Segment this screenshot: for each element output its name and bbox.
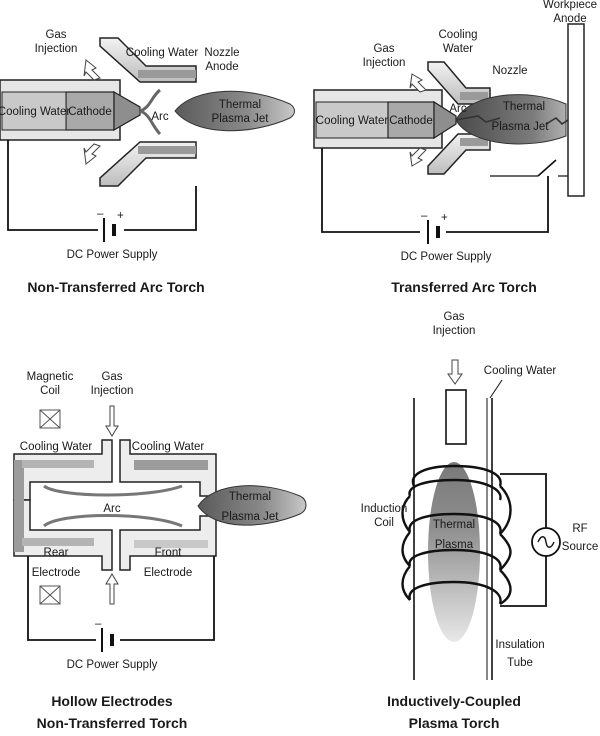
arc-label: Arc bbox=[151, 111, 169, 123]
gas-injection-tube bbox=[445, 389, 467, 445]
rear-electrode-label-2: Electrode bbox=[32, 567, 81, 579]
cooling-water-left-box bbox=[315, 101, 389, 139]
caption-hollow-line-2: Non-Transferred Torch bbox=[37, 715, 188, 731]
thermal-plasma bbox=[428, 462, 480, 642]
cooling-water-channel-lower bbox=[138, 146, 196, 154]
cooling-water-top-label-2: Water bbox=[443, 43, 473, 55]
magnetic-coil-icon bbox=[39, 585, 61, 605]
cooling-water-right-label: Cooling Water bbox=[132, 441, 205, 453]
arc-label: Arc bbox=[103, 503, 121, 515]
caption-inductive-line-2: Plasma Torch bbox=[409, 715, 500, 731]
power-supply-label: DC Power Supply bbox=[67, 659, 158, 671]
circuit-wire bbox=[321, 148, 420, 233]
induction-coil bbox=[401, 464, 512, 606]
gas-injection-label-1: Gas bbox=[373, 43, 394, 55]
plasma-jet-label-2: Plasma Jet bbox=[492, 121, 550, 133]
workpiece-anode-label: Anode bbox=[553, 13, 586, 25]
cooling-water-left-label: Cooling Water bbox=[0, 106, 70, 118]
nozzle-label: Nozzle bbox=[204, 47, 239, 59]
cathode-body bbox=[387, 101, 435, 139]
circuit-wire bbox=[27, 556, 96, 641]
nozzle-label: Nozzle bbox=[492, 65, 527, 77]
cathode-tip bbox=[113, 90, 141, 132]
gas-injection-label-1: Gas bbox=[443, 311, 464, 323]
magnetic-coil-label-2: Coil bbox=[40, 385, 60, 397]
plasma-jet-label-2: Plasma Jet bbox=[222, 511, 280, 523]
caption-hollow-line-1: Hollow Electrodes bbox=[51, 693, 173, 709]
caption-non-transferred: Non-Transferred Arc Torch bbox=[27, 279, 204, 295]
plus-sign: + bbox=[441, 212, 448, 224]
gas-injection-arrow bbox=[105, 405, 119, 437]
arc-path bbox=[43, 484, 183, 497]
plasma-jet bbox=[455, 94, 567, 145]
cooling-water-top-label-1: Cooling bbox=[439, 29, 478, 41]
arc-label: Arc bbox=[449, 103, 467, 115]
rf-source-label-2: Source bbox=[562, 541, 598, 553]
panel-hollow-electrodes: – Magnetic Coil Gas Injection Cooling Wa… bbox=[13, 371, 307, 731]
panel-non-transferred: Cooling Water Cathode – + Gas Injection … bbox=[0, 29, 295, 295]
gas-injection-arrow bbox=[409, 73, 427, 93]
cooling-water-channel-upper bbox=[138, 70, 196, 78]
workpiece-label: Workpiece bbox=[543, 0, 597, 11]
panel-transferred: Cooling Water Cathode – + Gas Injection … bbox=[313, 0, 597, 295]
switch bbox=[537, 159, 557, 177]
cooling-water-top-label: Cooling Water bbox=[126, 47, 199, 59]
anode-label: Anode bbox=[205, 61, 238, 73]
plasma-jet-label-1: Thermal bbox=[229, 491, 271, 503]
cooling-water-left-box bbox=[1, 91, 67, 131]
arc-path bbox=[139, 88, 161, 113]
arc-path bbox=[455, 115, 501, 123]
gas-injection-label-1: Gas bbox=[101, 371, 122, 383]
front-electrode-label-2: Electrode bbox=[144, 567, 193, 579]
gas-injection-label-2: Injection bbox=[363, 57, 406, 69]
cooling-water-left-label: Cooling Water bbox=[316, 115, 389, 127]
insulation-tube-label-2: Tube bbox=[507, 657, 533, 669]
induction-coil-label-2: Coil bbox=[374, 517, 394, 529]
caption-inductive-line-1: Inductively-Coupled bbox=[387, 693, 521, 709]
cooling-water-left-label: Cooling Water bbox=[20, 441, 93, 453]
gas-injection-arrow bbox=[83, 59, 101, 81]
rear-electrode-lower bbox=[13, 499, 113, 571]
gas-injection-label-2: Injection bbox=[35, 43, 78, 55]
gas-injection-label-2: Injection bbox=[91, 385, 134, 397]
cathode-label: Cathode bbox=[389, 115, 432, 127]
gas-injection-label-1: Gas bbox=[45, 29, 66, 41]
minus-sign: – bbox=[95, 618, 102, 630]
minus-sign: – bbox=[421, 210, 428, 222]
rf-source-label-1: RF bbox=[572, 523, 587, 535]
circuit-wire bbox=[7, 140, 98, 231]
workpiece-anode bbox=[567, 23, 585, 197]
plasma-jet bbox=[197, 485, 307, 526]
rear-electrode-dark-band bbox=[14, 460, 24, 552]
plasma-jet-label-1: Thermal bbox=[503, 101, 545, 113]
plus-sign: + bbox=[117, 210, 124, 222]
thermal-plasma-label-1: Thermal bbox=[433, 519, 475, 531]
minus-sign: – bbox=[97, 208, 104, 220]
power-supply-label: DC Power Supply bbox=[67, 249, 158, 261]
thermal-plasma-label-2: Plasma bbox=[435, 539, 474, 551]
panel-inductively-coupled: Gas Injection Cooling Water Induction Co… bbox=[361, 311, 599, 731]
caption-transferred: Transferred Arc Torch bbox=[391, 279, 537, 295]
plasma-jet bbox=[174, 90, 295, 132]
cathode-tip bbox=[433, 100, 457, 140]
cooling-water-label: Cooling Water bbox=[484, 365, 557, 377]
magnetic-coil-icon bbox=[39, 409, 61, 429]
plasma-jet-label-2: Plasma Jet bbox=[212, 113, 270, 125]
induction-coil-label-1: Induction bbox=[361, 503, 408, 515]
front-electrode-label-1: Front bbox=[155, 547, 183, 559]
power-supply-label: DC Power Supply bbox=[401, 251, 492, 263]
magnetic-coil-label-1: Magnetic bbox=[27, 371, 74, 383]
rear-electrode-label-1: Rear bbox=[44, 547, 69, 559]
rf-circuit-wire bbox=[500, 473, 547, 528]
cathode-label: Cathode bbox=[68, 106, 111, 118]
cathode-body bbox=[65, 91, 115, 131]
gas-injection-arrow bbox=[447, 359, 463, 385]
insulation-tube-label-1: Insulation bbox=[495, 639, 544, 651]
gas-injection-label-2: Injection bbox=[433, 325, 476, 337]
plasma-jet-label-1: Thermal bbox=[219, 99, 261, 111]
